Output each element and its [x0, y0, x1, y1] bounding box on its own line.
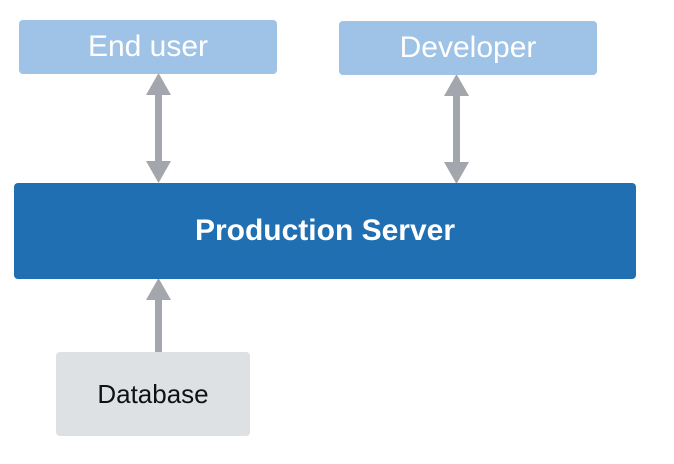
- end-user-label: End user: [87, 30, 209, 63]
- enduser-server-bidirectional-arrow: [146, 73, 171, 183]
- developer-server-bidirectional-arrow: [444, 74, 469, 184]
- database-node: Database: [56, 352, 250, 436]
- production-server-node: Production Server: [14, 183, 636, 279]
- end-user-node: End user: [19, 20, 277, 74]
- production-server-label: Production Server: [194, 214, 456, 247]
- developer-label: Developer: [399, 31, 537, 64]
- database-label: Database: [97, 378, 209, 409]
- database-server-arrow: [146, 278, 171, 354]
- developer-node: Developer: [339, 21, 597, 75]
